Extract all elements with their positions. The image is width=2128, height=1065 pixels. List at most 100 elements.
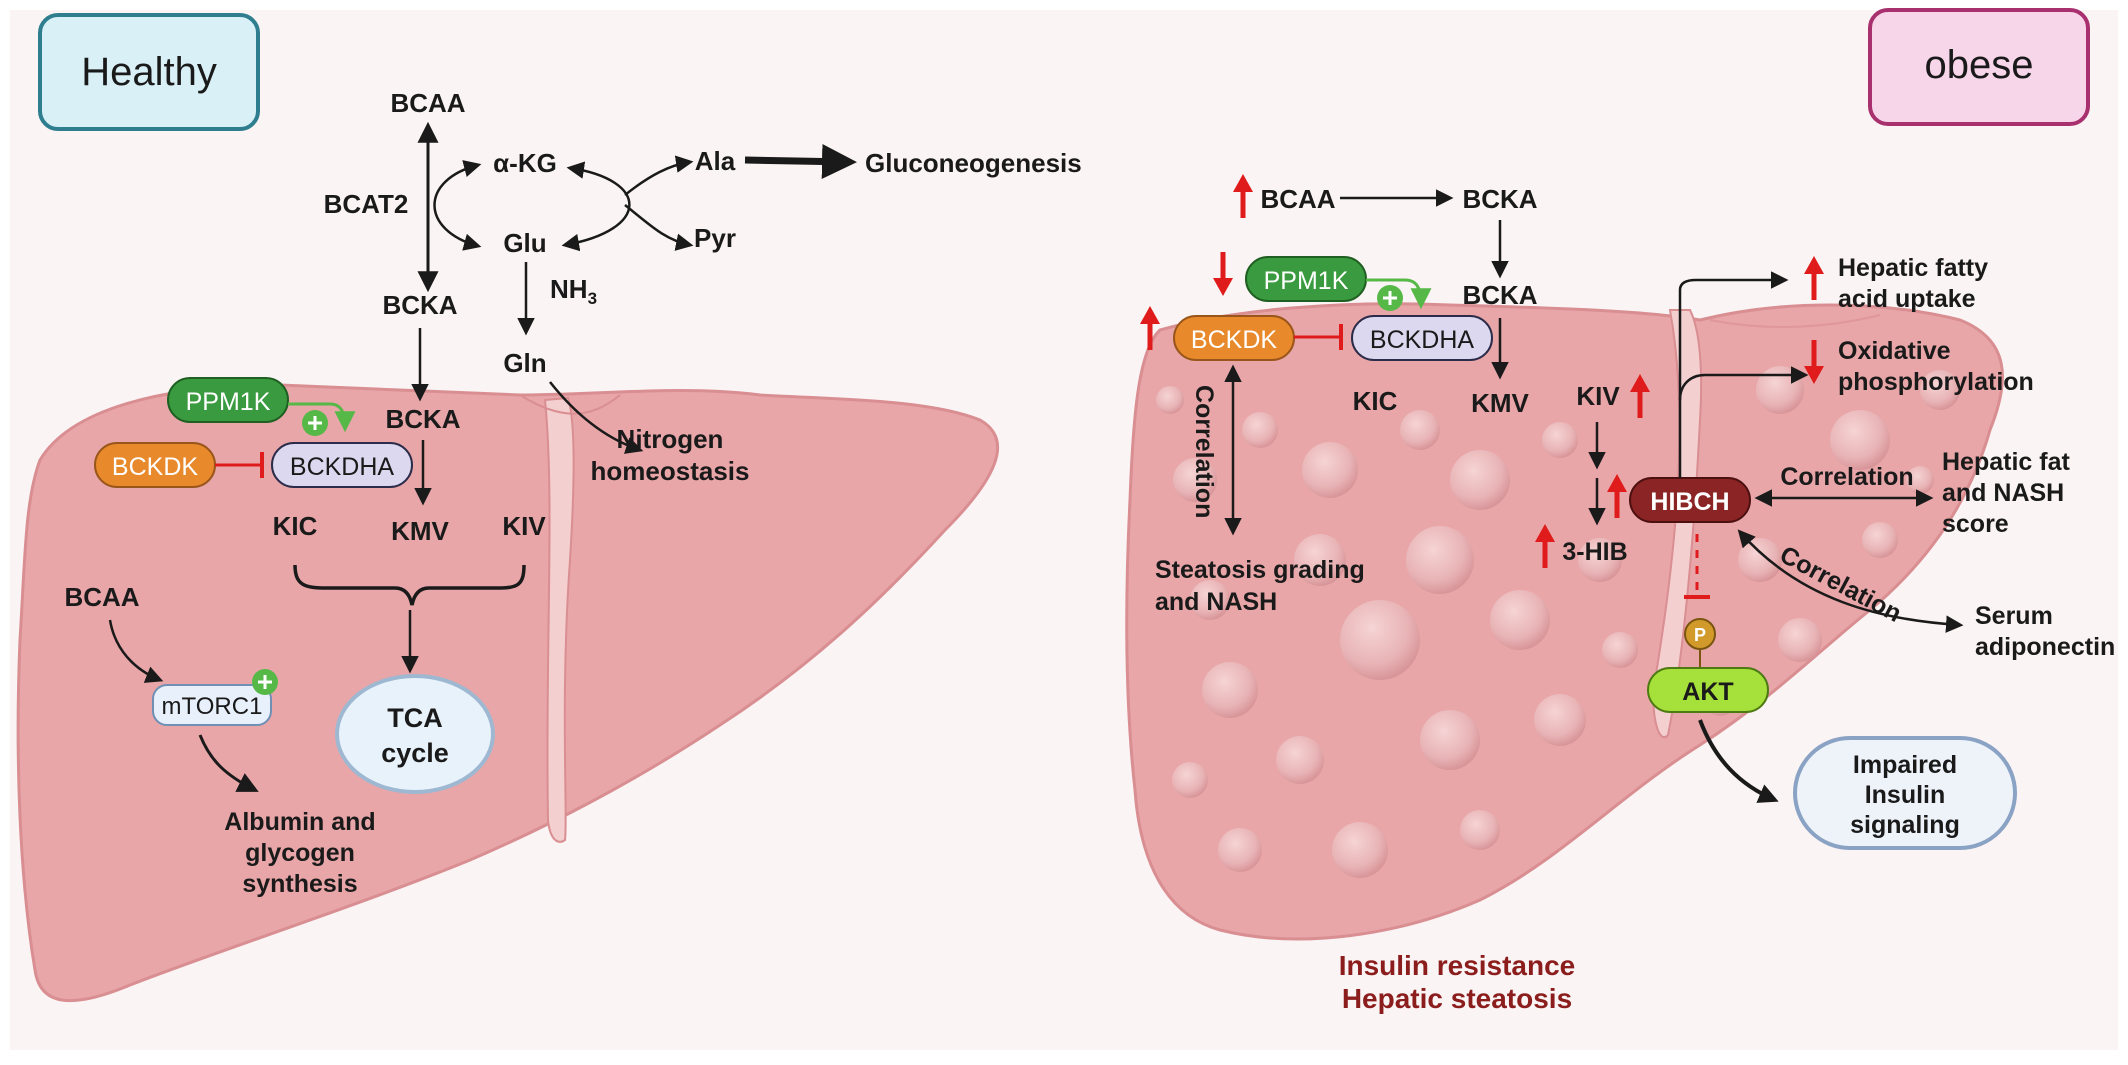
steatosis-label-2: and NASH — [1155, 588, 1277, 616]
bckdk-up-icon — [1140, 306, 1160, 350]
hibch-up-icon — [1607, 474, 1627, 518]
bcat2-label: BCAT2 — [324, 189, 409, 219]
akt-label: AKT — [1682, 678, 1733, 706]
nitrogen-label-1: Nitrogen — [617, 424, 724, 454]
akt-impaired-arrow — [1698, 719, 1779, 803]
hibch-adiponectin-correlation-arrow — [1737, 529, 1964, 633]
obese-kic: KIC — [1353, 386, 1398, 416]
kiv-up-icon — [1630, 374, 1650, 418]
bcaa-up-icon — [1233, 174, 1253, 218]
correlation-horizontal-label: Correlation — [1780, 463, 1913, 491]
healthy-ppm1k-label: PPM1K — [186, 388, 271, 416]
nash-label-1: Hepatic fat — [1942, 448, 2070, 476]
obese-ppm1k-label: PPM1K — [1264, 267, 1349, 295]
merge-brace — [293, 564, 526, 606]
insulin-resistance-label: Insulin resistance — [1339, 950, 1576, 981]
obese-ppm1k-activation — [1366, 278, 1432, 310]
tca-label-2: cycle — [381, 738, 449, 768]
ppm1k-down-icon — [1213, 252, 1233, 296]
tca-label-1: TCA — [387, 703, 443, 733]
to-ala-arrow — [624, 155, 694, 196]
obese-kiv: KIV — [1576, 381, 1620, 411]
oxidative-label-2: phosphorylation — [1838, 368, 2034, 396]
obese-label: obese — [1925, 43, 2034, 87]
mtorc1-synthesis-arrow — [198, 734, 259, 792]
healthy-liver-shape — [16, 383, 999, 1003]
correlation-vertical-label: Correlation — [1190, 385, 1218, 518]
healthy-bckdk: BCKDK — [94, 442, 216, 488]
gluconeogenesis-label: Gluconeogenesis — [865, 148, 1082, 178]
oxidative-label-1: Oxidative — [1838, 337, 1951, 365]
glu-label: Glu — [503, 228, 546, 258]
nh3-label: NH3 — [550, 274, 597, 308]
ala-label: Ala — [695, 146, 736, 176]
obese-bcaa: BCAA — [1260, 184, 1335, 214]
tca-cycle-ellipse: TCA cycle — [335, 674, 495, 794]
obese-bckdk-label: BCKDK — [1191, 326, 1277, 354]
albumin-label-3: synthesis — [242, 870, 357, 898]
hibch-fatty-acid-arrow — [1678, 271, 1789, 478]
fatty-acid-label-2: acid uptake — [1838, 285, 1976, 313]
obese-bcka-mid: BCKA — [1462, 280, 1537, 310]
mtorc1-plus-icon — [252, 669, 278, 695]
healthy-kiv: KIV — [502, 511, 546, 541]
gln-label: Gln — [503, 348, 546, 378]
healthy-ppm1k-activation — [288, 402, 356, 433]
to-gluconeogenesis-arrow — [744, 143, 857, 179]
nh3-text: NH — [550, 274, 588, 304]
obese-bckdha-label: BCKDHA — [1370, 326, 1475, 354]
impaired-label-3: signaling — [1850, 811, 1960, 839]
gln-nitrogen-arrow — [549, 381, 644, 454]
healthy-plus-icon — [302, 410, 328, 436]
obese-ppm1k: PPM1K — [1245, 256, 1367, 302]
obese-plus-icon — [1377, 285, 1403, 311]
phospho-icon: P — [1684, 618, 1716, 650]
healthy-bckdk-label: BCKDK — [112, 453, 198, 481]
hibch-label: HIBCH — [1650, 488, 1729, 516]
healthy-label-box: Healthy — [38, 13, 260, 131]
pyr-label: Pyr — [694, 223, 736, 253]
impaired-label-1: Impaired — [1853, 751, 1957, 779]
healthy-ppm1k: PPM1K — [167, 377, 289, 423]
hepatic-steatosis-label: Hepatic steatosis — [1342, 983, 1572, 1014]
to-pyr-arrow — [624, 204, 694, 251]
healthy-bcaa-liver: BCAA — [64, 582, 139, 612]
healthy-bckdha-label: BCKDHA — [290, 453, 395, 481]
obese-bcka-top: BCKA — [1462, 184, 1537, 214]
nh3-subscript: 3 — [588, 289, 597, 308]
healthy-bcaa-top: BCAA — [390, 88, 465, 118]
impaired-signaling-box: Impaired Insulin signaling — [1793, 736, 2017, 850]
albumin-label-1: Albumin and — [224, 808, 375, 836]
hib-up-icon — [1535, 524, 1555, 568]
healthy-bckdha: BCKDHA — [271, 442, 413, 488]
fatty-acid-up-icon — [1804, 256, 1824, 300]
fatty-acid-label-1: Hepatic fatty — [1838, 254, 1988, 282]
serum-label-1: Serum — [1975, 602, 2053, 630]
healthy-bcka-liver: BCKA — [385, 404, 460, 434]
akg-glu-cycle-right — [561, 161, 631, 252]
bcaa-mtorc1-arrow — [108, 619, 164, 683]
alpha-kg-label: α-KG — [493, 148, 557, 178]
oxidative-down-icon — [1804, 340, 1824, 384]
hibch-box: HIBCH — [1629, 477, 1751, 523]
healthy-kic: KIC — [273, 511, 318, 541]
hibch-oxidative-arrow — [1678, 366, 1809, 401]
akg-glu-cycle-left — [433, 160, 482, 251]
obese-bckdk: BCKDK — [1173, 315, 1295, 361]
nash-label-3: score — [1942, 510, 2009, 538]
nitrogen-label-2: homeostasis — [591, 456, 750, 486]
albumin-label-2: glycogen — [245, 839, 355, 867]
obese-bckdha: BCKDHA — [1351, 315, 1493, 361]
healthy-kmv: KMV — [391, 516, 449, 546]
serum-label-2: adiponectin — [1975, 633, 2115, 661]
akt-box: AKT — [1647, 667, 1769, 713]
phospho-label: P — [1694, 625, 1706, 645]
obese-kmv: KMV — [1471, 388, 1529, 418]
healthy-bcka-mid: BCKA — [382, 290, 457, 320]
mtorc1-box: mTORC1 — [152, 684, 272, 726]
obese-3hib: 3-HIB — [1562, 538, 1627, 566]
impaired-label-2: Insulin — [1865, 781, 1946, 809]
obese-label-box: obese — [1868, 8, 2090, 126]
